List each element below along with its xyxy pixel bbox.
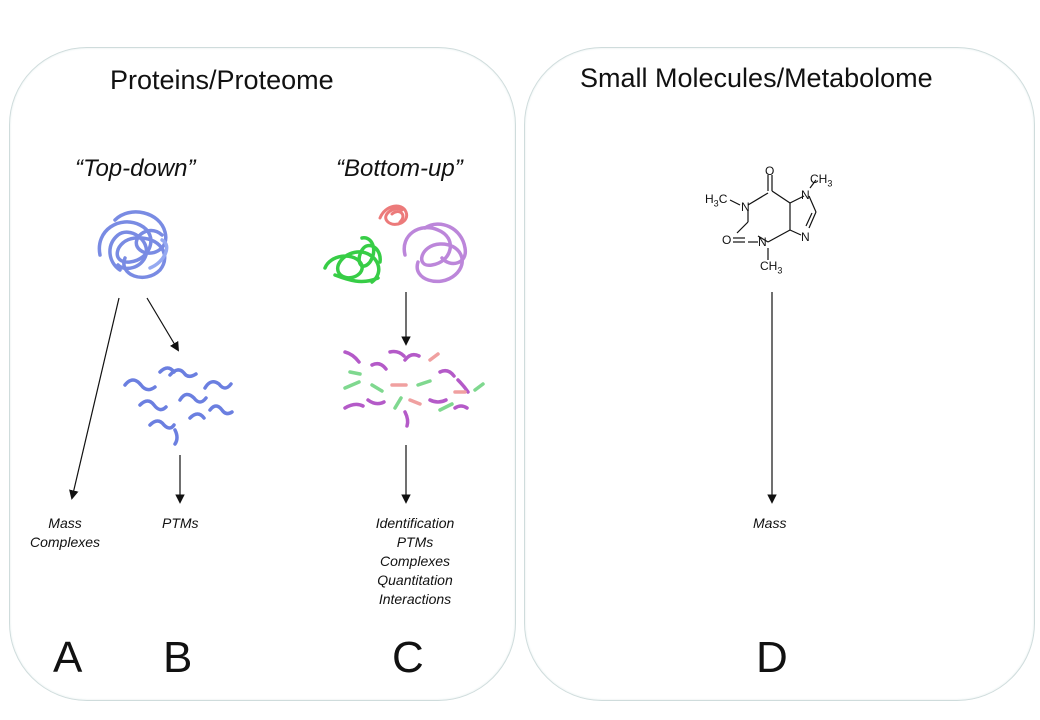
outcome-a-line: Complexes — [30, 534, 101, 550]
atom-ch3-left: H3C — [705, 192, 728, 209]
outcome-d-line: Mass — [753, 515, 787, 531]
top-down-label: “Top-down” — [75, 155, 196, 182]
bottom-up-peptides-icon — [343, 349, 485, 428]
outcome-c-line: Interactions — [378, 591, 452, 607]
arrows — [69, 292, 777, 504]
outcome-b: PTMs — [162, 514, 199, 533]
letter-d: D — [756, 633, 788, 682]
bottom-up-label: “Bottom-up” — [336, 155, 463, 182]
outcome-c-line: Quantitation — [377, 572, 453, 588]
atom-ch3-bottom: CH3 — [760, 259, 783, 276]
outcome-a-line: Mass — [48, 515, 82, 531]
atom-n-top: N — [801, 188, 810, 202]
letter-b: B — [163, 633, 193, 682]
intact-protein-purple-icon — [402, 222, 467, 284]
top-down-fragments-icon — [123, 366, 234, 446]
outcome-a: Mass Complexes — [30, 514, 100, 552]
proteome-title: Proteins/Proteome — [110, 65, 334, 95]
outcome-c: Identification PTMs Complexes Quantitati… — [365, 514, 465, 609]
letter-a: A — [53, 633, 83, 682]
atom-n-bottom: N — [758, 235, 767, 249]
intact-protein-blue-icon — [97, 210, 169, 280]
arrow-to-fragments — [146, 297, 179, 352]
outcome-d: Mass — [753, 514, 786, 533]
caffeine-structure-icon — [729, 175, 817, 260]
outcome-c-line: Identification — [375, 515, 455, 531]
outcome-b-line: PTMs — [162, 515, 199, 531]
metabolome-title: Small Molecules/Metabolome — [580, 63, 933, 93]
atom-o-left: O — [722, 233, 732, 247]
letter-c: C — [392, 633, 424, 682]
outcome-c-line: Complexes — [379, 553, 451, 569]
intact-protein-green-icon — [323, 236, 382, 284]
atom-n-left: N — [741, 200, 750, 214]
proteome-panel — [9, 47, 516, 701]
metabolome-panel — [524, 47, 1035, 701]
intact-protein-red-icon — [378, 204, 409, 226]
outcome-c-line: PTMs — [396, 534, 434, 550]
atom-o-top: O — [765, 164, 775, 178]
atom-n-right: N — [801, 230, 810, 244]
atom-ch3-top: CH3 — [810, 172, 833, 189]
arrow-to-mass-complexes — [69, 297, 120, 500]
